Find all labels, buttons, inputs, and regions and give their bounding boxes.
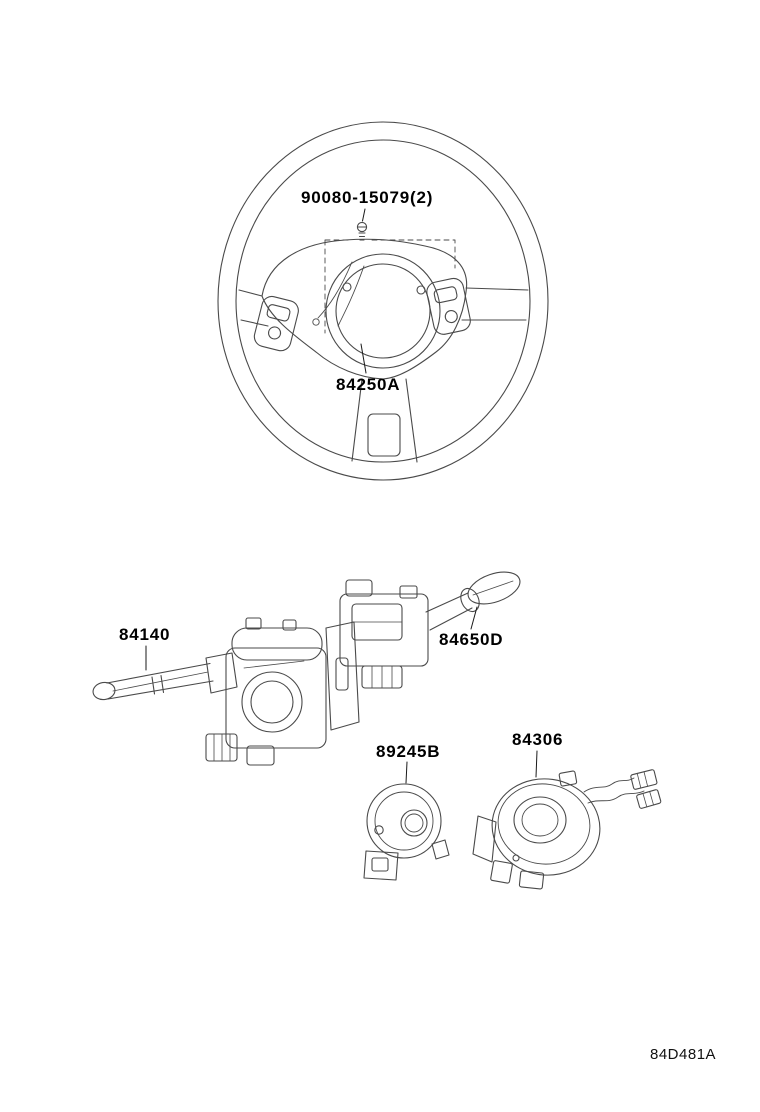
spiral-cable-wires xyxy=(583,777,645,804)
right-switch-bezel xyxy=(426,277,471,335)
wiper-stalk xyxy=(425,571,521,631)
part-label-wiper-switch: 84650D xyxy=(439,630,504,649)
diagram-code: 84D481A xyxy=(650,1046,717,1063)
spiral-cable-connector-2 xyxy=(636,789,662,809)
airbag-pad xyxy=(261,238,468,380)
bottom-spoke xyxy=(351,378,418,463)
part-label-screw: 90080-15079(2) xyxy=(301,188,434,207)
part-label-dimmer-switch: 84140 xyxy=(119,625,171,644)
wheel-rim xyxy=(217,121,549,481)
part-label-spiral-cable: 84306 xyxy=(512,730,564,749)
spiral-cable-drawing xyxy=(472,769,662,890)
spiral-cable-tab-1 xyxy=(490,860,513,884)
wiper-switch-body xyxy=(339,579,429,689)
steering-sensor-drawing xyxy=(363,783,450,881)
spiral-cable-connector-1 xyxy=(630,769,658,790)
left-switch-bezel xyxy=(253,295,299,352)
right-spoke xyxy=(461,287,529,321)
part-label-pad-switch: 84250A xyxy=(336,375,401,394)
spiral-cable-tab-2 xyxy=(518,870,545,890)
callout-lines xyxy=(145,208,538,784)
dimmer-stalk xyxy=(92,652,238,701)
part-label-steering-sensor: 89245B xyxy=(376,742,441,761)
screw-projection-lines xyxy=(324,239,456,334)
left-spoke xyxy=(238,289,269,327)
steering-wheel-drawing xyxy=(217,121,549,481)
pad-wiring xyxy=(312,261,365,327)
dimmer-switch-body xyxy=(205,617,360,766)
combination-switch-drawing xyxy=(92,571,521,766)
spiral-cable-tab-3 xyxy=(558,770,578,787)
screw-glyph xyxy=(356,221,368,241)
